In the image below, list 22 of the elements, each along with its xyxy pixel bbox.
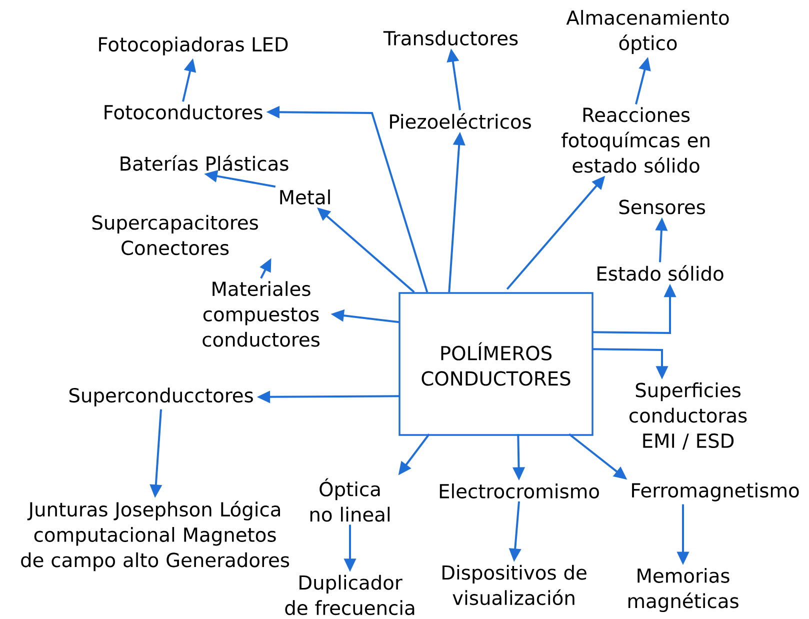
topic-label: Fotoconductores [104, 104, 262, 120]
topic-label: Materiales compuestos conductores [202, 281, 320, 347]
topic-label: Duplicador de frecuencia [285, 574, 414, 616]
topic-label: Piezoeléctricos [390, 113, 531, 129]
topic-label: Electrocromismo [440, 484, 599, 498]
topic-label: Reacciones fotoquímcas en estado sólido [562, 107, 710, 173]
topic-label: Sensores [619, 200, 705, 214]
central-box: POLÍMEROS CONDUCTORES [398, 292, 594, 436]
topic-label: Superconducctores [69, 388, 253, 406]
topic-label: Óptica no lineal [310, 478, 390, 522]
topic-label: Fotocopiadoras LED [99, 36, 288, 56]
topic-label: Metal [280, 190, 330, 204]
topic-label: Almacenamiento óptico [566, 10, 729, 54]
topic-label: Ferromagnetismo [632, 482, 799, 502]
topic-label: Supercapacitores Conectores [92, 214, 258, 256]
topic-label: Dispositivos de visualización [442, 564, 586, 606]
topic-label: Memorias magnéticas [628, 568, 738, 612]
topic-label: Transductores [383, 30, 518, 46]
topic-label: Junturas Josephson Lógica computacional Magnetos de campo alto Generadores [21, 500, 290, 572]
topic-label: Superficies conductoras EMI / ESD [630, 382, 747, 450]
topic-label: Baterías Plásticas [120, 155, 288, 171]
topic-label: Estado sólido [598, 265, 724, 281]
